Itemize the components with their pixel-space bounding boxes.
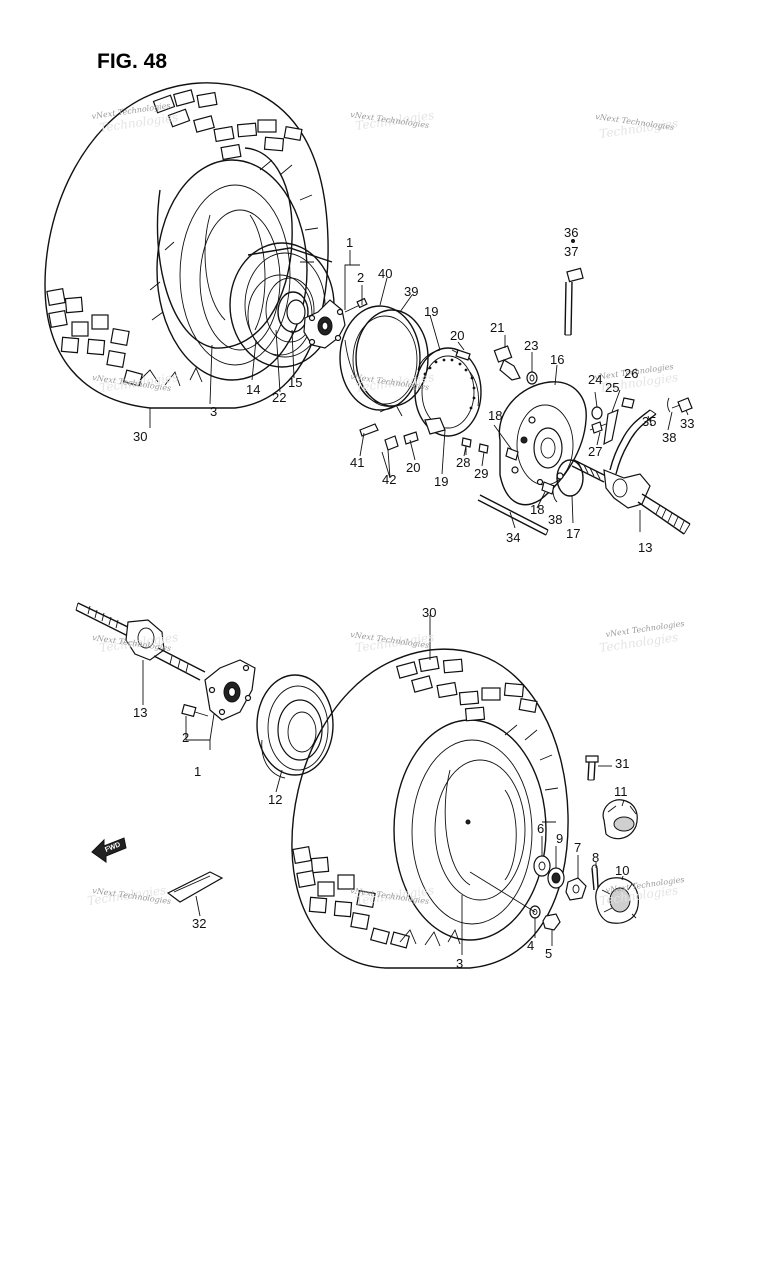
brake-shoe-dots xyxy=(423,358,476,410)
fwd-arrow-icon: FWD xyxy=(91,837,127,863)
tool-32 xyxy=(166,871,224,903)
watermark: Technologies vNext Technologies xyxy=(350,883,435,908)
callout-38: 38 xyxy=(548,512,562,527)
callout-17: 17 xyxy=(566,526,580,541)
callout-24: 24 xyxy=(588,372,602,387)
callout-36: 36 xyxy=(564,225,578,240)
callout-8: 8 xyxy=(592,850,599,865)
brake-cam xyxy=(493,345,538,385)
callout-23: 23 xyxy=(524,338,538,353)
callout-15: 15 xyxy=(288,375,302,390)
wheel-bolt xyxy=(585,755,599,781)
callout-1: 1 xyxy=(346,235,353,250)
callout-20: 20 xyxy=(450,328,464,343)
callout-2: 2 xyxy=(182,730,189,745)
callout-18: 18 xyxy=(488,408,502,423)
callout-13: 13 xyxy=(133,705,147,720)
callout-2: 2 xyxy=(357,270,364,285)
callout-27: 27 xyxy=(588,444,602,459)
hub-cover xyxy=(595,877,639,924)
callout-30: 30 xyxy=(133,429,147,444)
callout-9: 9 xyxy=(556,831,563,846)
watermark: Technologies vNext Technologies xyxy=(598,619,685,655)
callout-40: 40 xyxy=(378,266,392,281)
callout-41: 41 xyxy=(350,455,364,470)
callout-28: 28 xyxy=(456,455,470,470)
upper-rim-parts xyxy=(229,242,335,368)
callout-22: 22 xyxy=(272,390,286,405)
callout-19: 19 xyxy=(434,474,448,489)
callout-39: 39 xyxy=(404,284,418,299)
callout-16: 16 xyxy=(550,352,564,367)
brake-shoes xyxy=(414,347,482,437)
callout-35: 35 xyxy=(642,414,656,429)
upper-small-hardware xyxy=(359,349,471,451)
callout-37: 37 xyxy=(564,244,578,259)
upper-tire xyxy=(44,82,329,409)
callout-30: 30 xyxy=(422,605,436,620)
lower-axle xyxy=(75,602,206,681)
callout-20: 20 xyxy=(406,460,420,475)
seal-plate xyxy=(256,674,334,779)
upper-leader-lines xyxy=(149,250,689,532)
callout-14: 14 xyxy=(246,382,260,397)
callout-13: 13 xyxy=(638,540,652,555)
lower-tire xyxy=(291,648,569,969)
lower-tread-left xyxy=(292,846,411,949)
callout-12: 12 xyxy=(268,792,282,807)
callout-18: 18 xyxy=(530,502,544,517)
watermark: Technologies vNext Technologies xyxy=(91,101,179,135)
callout-29: 29 xyxy=(474,466,488,481)
callout-11: 11 xyxy=(614,784,628,799)
callout-1: 1 xyxy=(194,764,201,779)
callout-3: 3 xyxy=(210,404,217,419)
callout-6: 6 xyxy=(537,821,544,836)
brake-drum xyxy=(339,305,429,417)
lower-nut xyxy=(469,871,561,931)
callout-19: 19 xyxy=(424,304,438,319)
long-bolt xyxy=(564,239,584,336)
callout-10: 10 xyxy=(615,863,629,878)
brake-hose xyxy=(609,409,657,475)
upper-panel-bolts xyxy=(461,437,555,495)
callout-7: 7 xyxy=(574,840,581,855)
watermark: Technologies vNext Technologies xyxy=(595,112,679,141)
callout-31: 31 xyxy=(615,756,629,771)
watermark: Technologies vNext Technologies xyxy=(86,883,171,908)
figure-title: FIG. 48 xyxy=(97,50,168,73)
callout-26: 26 xyxy=(624,366,638,381)
tread-blocks-top xyxy=(152,89,303,161)
callout-25: 25 xyxy=(605,380,619,395)
o-ring xyxy=(556,459,584,497)
callout-38: 38 xyxy=(662,430,676,445)
callout-3: 3 xyxy=(456,956,463,971)
callout-42: 42 xyxy=(382,472,396,487)
callout-21: 21 xyxy=(490,320,504,335)
lower-tread-top xyxy=(396,655,538,722)
watermark: Technologies vNext Technologies xyxy=(350,108,435,133)
callout-34: 34 xyxy=(506,530,520,545)
callout-32: 32 xyxy=(192,916,206,931)
callout-5: 5 xyxy=(545,946,552,961)
lower-assembly: FWD xyxy=(75,602,639,969)
upper-assembly xyxy=(44,82,693,536)
upper-axle xyxy=(571,459,691,535)
callout-33: 33 xyxy=(680,416,694,431)
callout-4: 4 xyxy=(527,938,534,953)
tread-blocks-left xyxy=(46,288,144,387)
watermarks: Technologies vNext Technologies Technolo… xyxy=(86,101,685,908)
upper-nuts xyxy=(552,397,693,503)
lower-leader-lines xyxy=(142,615,625,955)
lower-hardware xyxy=(533,855,599,901)
lower-hub-flange xyxy=(181,659,256,721)
hub-cap xyxy=(602,799,638,840)
